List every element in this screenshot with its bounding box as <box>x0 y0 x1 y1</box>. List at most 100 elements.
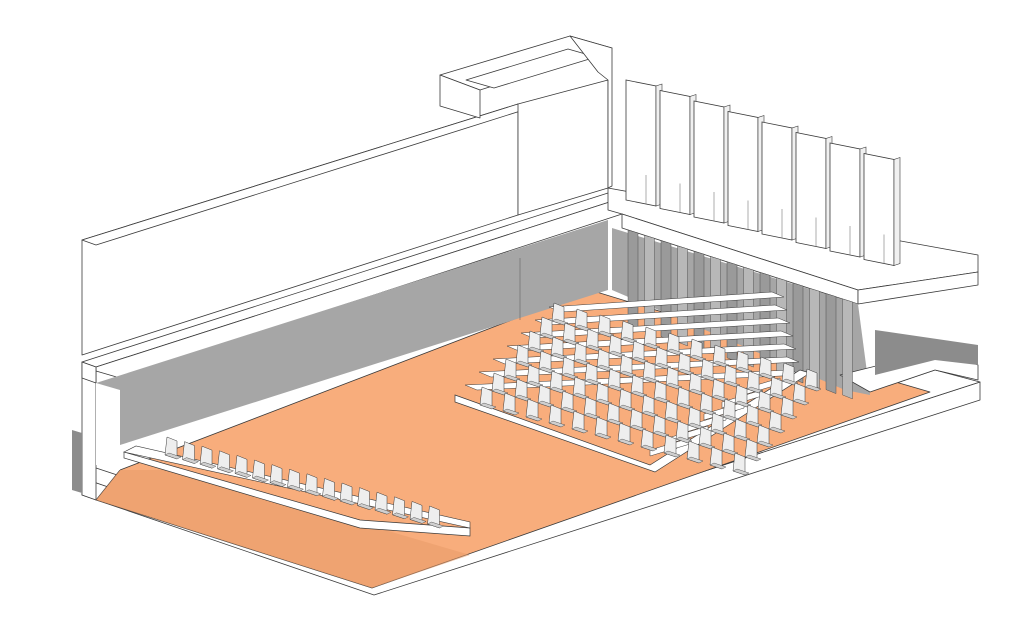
seat <box>514 378 532 402</box>
seat <box>479 386 497 410</box>
seat <box>574 308 592 332</box>
seat <box>562 322 580 346</box>
seat <box>571 410 589 434</box>
seat <box>710 412 728 436</box>
seat <box>698 426 716 450</box>
seat <box>585 328 603 352</box>
seat <box>561 356 579 380</box>
seat <box>594 416 612 440</box>
seat <box>583 396 601 420</box>
seat <box>756 424 774 448</box>
acoustic-fin-front <box>625 79 657 207</box>
seat <box>721 432 739 456</box>
seat <box>734 384 752 408</box>
seat <box>630 374 648 398</box>
acoustic-fin-front <box>693 100 725 224</box>
seat <box>665 366 683 390</box>
back-wall-lower-light <box>96 383 120 470</box>
seat <box>560 390 578 414</box>
seat <box>700 358 718 382</box>
hanging-panel <box>825 293 837 394</box>
seat <box>618 388 636 412</box>
seat <box>234 455 252 478</box>
seat <box>537 384 555 408</box>
seat <box>374 491 392 515</box>
seat <box>654 346 672 370</box>
seat <box>551 302 569 326</box>
seat <box>664 400 682 424</box>
seat <box>527 330 545 354</box>
seat <box>723 364 741 388</box>
hanging-panel <box>710 256 721 357</box>
seat <box>744 438 762 462</box>
seat <box>269 464 287 487</box>
seat <box>652 414 670 438</box>
seat <box>595 382 613 406</box>
seat <box>515 344 533 368</box>
seat <box>732 452 750 476</box>
seat <box>409 501 427 524</box>
seat <box>502 392 520 416</box>
seat <box>677 352 695 376</box>
seat <box>164 436 182 460</box>
seat <box>321 478 340 501</box>
acoustic-fin-front <box>829 142 861 258</box>
seat <box>640 428 658 452</box>
seat <box>792 382 810 406</box>
left-wall-shadow <box>72 430 82 493</box>
seat <box>339 482 357 506</box>
acoustic-fin-front <box>863 153 895 266</box>
seat <box>286 468 305 492</box>
seat <box>629 408 647 432</box>
seat <box>688 372 706 396</box>
seat <box>804 368 822 392</box>
seat <box>608 334 626 358</box>
seat <box>584 362 602 386</box>
seat <box>619 354 637 378</box>
seat <box>642 360 660 384</box>
front-row-platform <box>123 451 471 537</box>
seat <box>607 368 625 392</box>
seat <box>549 370 567 394</box>
seat <box>709 446 727 470</box>
seat <box>573 342 591 366</box>
seat <box>304 473 322 497</box>
seat <box>781 362 799 386</box>
seat <box>643 326 661 350</box>
seat <box>653 380 671 404</box>
seat <box>641 394 659 418</box>
seat <box>686 440 704 464</box>
tower-left <box>439 74 481 119</box>
seat <box>758 356 776 380</box>
seat <box>769 376 787 400</box>
acoustic-fin-front <box>795 132 827 249</box>
right-ledge-shadow <box>875 330 978 375</box>
seat <box>525 398 543 422</box>
seat <box>746 370 764 394</box>
hanging-panel <box>644 235 655 336</box>
seat <box>491 372 509 396</box>
seat <box>768 410 786 434</box>
hanging-panel <box>743 266 754 368</box>
seat <box>676 386 694 410</box>
seat <box>391 496 410 520</box>
rear-seating-block <box>454 291 822 476</box>
seat <box>722 398 740 422</box>
seat <box>733 418 751 442</box>
seat <box>617 422 635 446</box>
stage-floor-shadow <box>96 470 470 588</box>
acoustic-fin-front <box>761 121 793 241</box>
seat <box>597 314 615 338</box>
seat <box>538 350 556 374</box>
seat <box>426 505 445 529</box>
acoustic-fin-side <box>893 157 901 266</box>
hanging-panel <box>842 298 853 400</box>
seat <box>745 404 763 428</box>
seat <box>606 402 624 426</box>
seat <box>526 364 544 388</box>
seat <box>689 338 707 362</box>
acoustic-fin-front <box>659 90 691 215</box>
seat <box>503 358 521 382</box>
